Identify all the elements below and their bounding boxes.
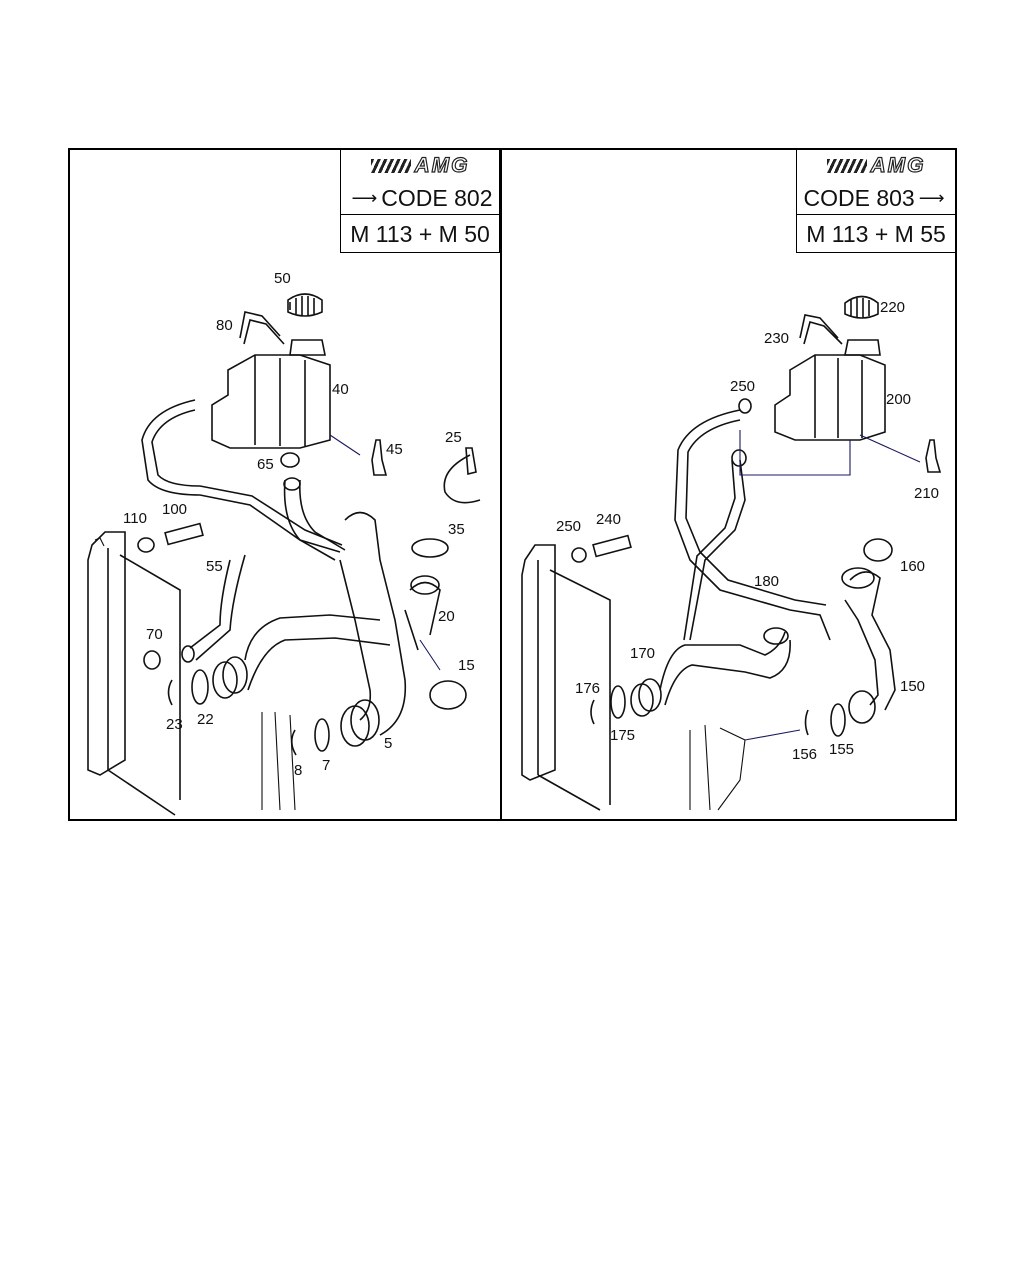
part-number-label: 155 — [829, 741, 854, 758]
right-tee-hose-170 — [659, 631, 791, 706]
right-code: CODE 803 ⟶ — [797, 182, 955, 215]
part-number-label: 210 — [914, 485, 939, 502]
left-upper-hose — [339, 511, 407, 736]
diagram-frame — [68, 148, 957, 821]
part-number-label: 250 — [556, 518, 581, 535]
part-number-label: 180 — [754, 573, 779, 590]
right-parts-drawing — [521, 295, 942, 811]
part-number-label: 7 — [322, 757, 330, 774]
right-ring-175 — [610, 685, 626, 719]
part-number-label: 45 — [386, 441, 403, 458]
left-hose-55 — [141, 399, 341, 553]
amg-logo-icon: AMG — [370, 153, 470, 178]
left-amg-logo: AMG — [341, 150, 499, 182]
right-clip-176 — [590, 699, 595, 725]
part-number-label: 22 — [197, 711, 214, 728]
right-clamp-160 — [863, 538, 893, 562]
left-clamp-25 — [443, 454, 481, 504]
part-number-label: 15 — [458, 657, 475, 674]
arrow-right-icon: ⟶ — [918, 187, 945, 208]
left-ring-22 — [191, 669, 209, 705]
part-number-label: 20 — [438, 608, 455, 625]
part-number-label: 230 — [764, 330, 789, 347]
right-nut-250a — [571, 547, 587, 563]
right-radiator — [521, 544, 611, 811]
part-number-label: 55 — [206, 558, 223, 575]
part-number-label: 65 — [257, 456, 274, 473]
left-info-box: AMG ⟶ CODE 802 M 113 + M 50 — [340, 149, 500, 253]
part-number-label: 250 — [730, 378, 755, 395]
left-ring-7 — [314, 718, 330, 752]
right-expansion-tank — [774, 354, 886, 441]
right-amg-logo: AMG — [797, 150, 955, 182]
left-engine: M 113 + M 50 — [350, 220, 490, 247]
right-tank-cap — [844, 295, 879, 319]
part-number-label: 100 — [162, 501, 187, 518]
left-tube-100 — [164, 522, 204, 546]
part-number-label: 240 — [596, 511, 621, 528]
part-number-label: 50 — [274, 270, 291, 287]
part-number-label: 25 — [445, 429, 462, 446]
left-clamp-35 — [411, 538, 449, 558]
left-fitting-65 — [280, 452, 300, 468]
part-number-label: 200 — [886, 391, 911, 408]
part-number-label: 40 — [332, 381, 349, 398]
part-number-label: 80 — [216, 317, 233, 334]
left-sensor-45 — [371, 439, 388, 476]
part-number-label: 8 — [294, 762, 302, 779]
right-ring-155 — [830, 703, 846, 737]
amg-logo-icon: AMG — [826, 153, 926, 178]
left-parts-drawing — [87, 293, 481, 816]
left-labels: 50 80 40 45 65 25 110 100 35 55 20 70 15… — [123, 270, 475, 779]
right-tube-240 — [592, 534, 632, 558]
right-clip-156 — [804, 709, 809, 736]
right-info-box: AMG CODE 803 ⟶ M 113 + M 55 — [796, 149, 956, 253]
right-hose-150 — [844, 571, 896, 711]
panel-divider — [500, 150, 502, 819]
part-number-label: 176 — [575, 680, 600, 697]
right-engine: M 113 + M 55 — [806, 220, 946, 247]
part-number-label: 35 — [448, 521, 465, 538]
part-number-label: 150 — [900, 678, 925, 695]
left-radiator — [87, 531, 181, 816]
part-number-label: 156 — [792, 746, 817, 763]
part-number-label: 160 — [900, 558, 925, 575]
left-clamp-15 — [429, 680, 467, 710]
arrow-right-icon: ⟶ — [351, 187, 378, 208]
part-number-label: 23 — [166, 716, 183, 733]
left-plug-70 — [143, 650, 161, 670]
part-number-label: 70 — [146, 626, 163, 643]
left-code: ⟶ CODE 802 — [341, 182, 499, 215]
part-number-label: 220 — [880, 299, 905, 316]
right-labels: 220 230 250 200 210 250 240 160 180 170 … — [556, 299, 939, 763]
left-lower-hose — [244, 614, 391, 691]
right-sensor-210 — [925, 439, 942, 473]
right-hose-180 — [674, 409, 831, 641]
part-number-label: 5 — [384, 735, 392, 752]
left-clip-23 — [167, 679, 173, 706]
right-nut-250b — [738, 398, 752, 414]
part-number-label: 110 — [123, 510, 147, 527]
part-number-label: 170 — [630, 645, 655, 662]
left-nut-110 — [137, 537, 155, 553]
right-code-text: CODE 803 — [803, 184, 915, 211]
left-expansion-tank — [211, 354, 331, 449]
part-number-label: 175 — [610, 727, 635, 744]
left-tank-cap — [287, 293, 323, 317]
left-code-text: CODE 802 — [381, 184, 493, 211]
